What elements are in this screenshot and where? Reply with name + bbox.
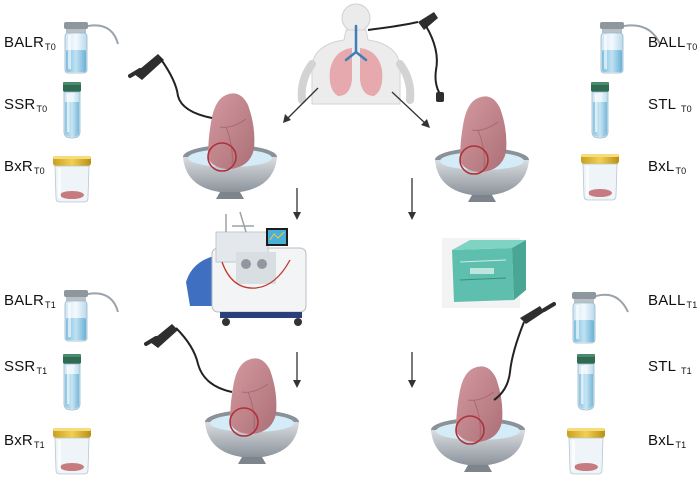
bal-collection-trap-icon xyxy=(63,21,119,74)
bronchoscope-icon xyxy=(144,324,233,393)
sputum-tube-icon xyxy=(590,81,610,139)
sputum-tube-icon xyxy=(62,353,82,411)
bronchoscope-icon xyxy=(367,12,444,102)
sputum-tube-icon xyxy=(576,353,596,411)
right-lung-bowl-t0 xyxy=(182,92,278,200)
arrow-to-left-lung xyxy=(391,91,430,128)
label-stl-t0: STL T0 xyxy=(648,96,692,114)
label-bxr-t1: BxRT1 xyxy=(4,432,45,450)
label-bxl-t1: BxLT1 xyxy=(648,432,687,450)
label-ssr-t0: SSRT0 xyxy=(4,96,48,114)
human-torso-lungs-icon xyxy=(297,3,415,105)
label-ball-t0: BALLT0 xyxy=(648,34,697,52)
label-stl-t1: STL T1 xyxy=(648,358,692,376)
label-ssr-t1: SSRT1 xyxy=(4,358,48,376)
sputum-tube-icon xyxy=(62,81,82,139)
arrow-right-down-1 xyxy=(293,188,301,220)
ex-vivo-perfusion-machine-icon xyxy=(186,211,307,326)
biopsy-container-icon xyxy=(566,427,606,475)
transport-cooler-bag-icon xyxy=(442,238,526,308)
arrow-right-down-2 xyxy=(293,352,301,388)
label-balr-t1: BALRT1 xyxy=(4,292,56,310)
bronchoscope-icon xyxy=(493,302,556,401)
bronchoscope-icon xyxy=(128,54,213,119)
right-lung-bowl-t1 xyxy=(204,357,300,465)
bal-collection-trap-icon xyxy=(63,289,119,342)
bal-collection-trap-icon xyxy=(571,291,629,344)
label-bxl-t0: BxLT0 xyxy=(648,158,687,176)
label-balr-t0: BALRT0 xyxy=(4,34,56,52)
arrow-to-right-lung xyxy=(283,87,319,123)
biopsy-container-icon xyxy=(52,155,92,203)
arrow-left-down-2 xyxy=(408,352,416,388)
biopsy-container-icon xyxy=(52,427,92,475)
left-lung-bowl-t1 xyxy=(430,365,526,473)
left-lung-bowl-t0 xyxy=(434,95,530,203)
label-bxr-t0: BxRT0 xyxy=(4,158,45,176)
label-ball-t1: BALLT1 xyxy=(648,292,697,310)
bal-collection-trap-icon xyxy=(599,21,661,74)
biopsy-container-icon xyxy=(580,153,620,201)
arrow-left-down-1 xyxy=(408,178,416,220)
